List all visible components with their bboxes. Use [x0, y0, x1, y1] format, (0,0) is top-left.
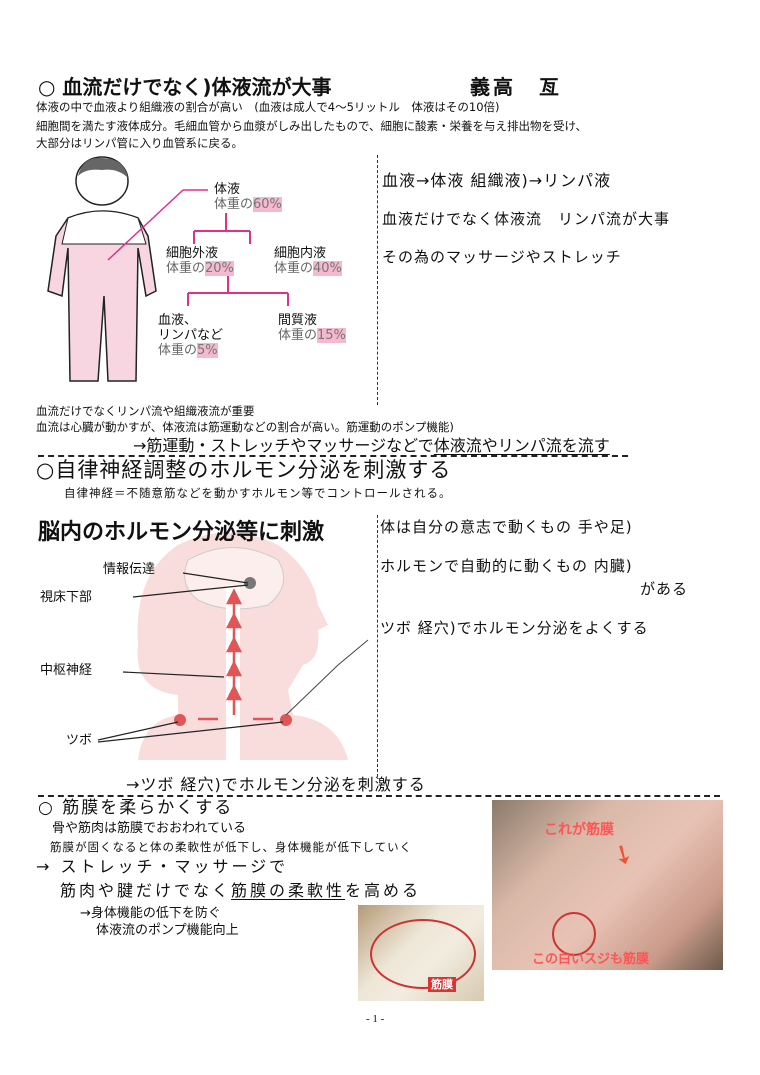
photo-label: これが筋膜	[544, 822, 614, 838]
pct-40: 40%	[313, 261, 342, 276]
label: 体重の	[274, 261, 314, 276]
label: 体重の	[166, 261, 206, 276]
right-text: 血液→体液 組織液)→リンパ液	[382, 171, 612, 190]
right-text: その為のマッサージやストレッチ	[382, 248, 622, 266]
pct-20: 20%	[205, 261, 234, 276]
text-line: 細胞間を満たす液体成分。毛細血管から血漿がしみ出したもので、細胞に酸素・栄養を与…	[36, 119, 587, 133]
text-line: 大部分はリンパ管に入り血管系に戻る。	[36, 136, 243, 150]
fascia-photo-small: 筋膜	[358, 905, 484, 1001]
pct-60: 60%	[253, 197, 282, 212]
label-lymph: リンパなど	[158, 328, 224, 343]
arrow-text: →筋運動・ストレッチやマッサージなどで	[133, 436, 434, 455]
photo-label: 筋膜	[428, 977, 456, 993]
highlight-circle	[552, 912, 596, 956]
right-text: ツボ 経穴)でホルモン分泌をよくする	[380, 619, 649, 637]
label-tsubo: ツボ	[66, 733, 93, 748]
head-illustration	[97, 532, 369, 760]
pct-15: 15%	[317, 328, 346, 343]
fascia-photo-large: ➘ これが筋膜 この白いスジも筋膜	[492, 800, 723, 970]
human-figure-illustration	[47, 156, 289, 382]
arrow-text: →ツボ 経穴)でホルモン分泌を刺激する	[126, 775, 426, 794]
divider	[377, 155, 378, 405]
text-line: →身体機能の低下を防ぐ	[80, 906, 221, 921]
text: 筋肉や腱だけでなく	[60, 881, 232, 900]
note: 血流は心臓が動かすが、体液流は筋運動などの割合が高い。筋運動のポンプ機能)	[36, 420, 454, 434]
right-text: 血液だけでなく体液流 リンパ流が大事	[382, 210, 671, 228]
label-interstitial: 間質液	[278, 313, 318, 328]
text-line: 体液の中で血液より組織液の割合が高い (血液は成人で4～5リットル 体液はその1…	[36, 100, 500, 114]
divider	[38, 455, 628, 457]
label-cns: 中枢神経	[40, 663, 93, 678]
text-emphasis: 筋膜の柔軟性	[231, 881, 346, 900]
label-info: 情報伝達	[103, 562, 156, 577]
section3-title: ○ 筋膜を柔らかくする	[38, 798, 234, 818]
text-line: 骨や筋肉は筋膜でおおわれている	[52, 821, 246, 836]
right-text: がある	[640, 580, 689, 598]
photo-label: この白いスジも筋膜	[532, 952, 650, 967]
label-intracellular: 細胞内液	[274, 246, 327, 261]
label: 体重の	[158, 343, 198, 358]
section2-title: ○自律神経調整のホルモン分泌を刺激する	[36, 458, 452, 482]
page-number: - 1 -	[366, 1013, 385, 1025]
author: 義高 亙	[470, 75, 562, 99]
image-title: 脳内のホルモン分泌等に刺激	[38, 520, 325, 545]
label: 体重の	[214, 197, 254, 212]
arrow-icon: ➘	[605, 836, 640, 874]
section2-subtitle: 自律神経＝不随意筋などを動かすホルモン等でコントロールされる。	[64, 486, 452, 500]
label-body-fluid: 体液	[214, 182, 241, 197]
note: 血流だけでなくリンパ流や組織液流が重要	[36, 404, 255, 418]
pct-5: 5%	[197, 343, 218, 358]
section1-title: ○ 血流だけでなく)体液流が大事	[38, 75, 332, 99]
highlight-circle	[370, 919, 476, 989]
divider	[38, 795, 720, 797]
text-line: 筋膜が固くなると体の柔軟性が低下し、身体機能が低下していく	[50, 840, 413, 854]
right-text: ホルモンで自動的に動くもの 内臓)	[380, 557, 633, 575]
hormone-diagram: 脳内のホルモン分泌等に刺激 情報伝達 視床下部 中枢神経 ツボ	[38, 515, 375, 760]
text-line: 体液流のポンプ機能向上	[96, 923, 239, 938]
arrow-emphasis: 体液流やリンパ流を流す	[433, 436, 610, 455]
right-text: 体は自分の意志で動くもの 手や足)	[380, 518, 633, 536]
body-fluid-diagram: 体液 体重の60% 細胞外液 体重の20% 細胞内液 体重の40% 血液、 リン…	[38, 156, 375, 386]
text: を高める	[345, 881, 422, 900]
label-blood: 血液、	[158, 313, 198, 328]
divider	[377, 515, 378, 777]
text-line: → ストレッチ・マッサージで	[36, 857, 289, 876]
label-extracellular: 細胞外液	[166, 246, 219, 261]
label: 体重の	[278, 328, 318, 343]
label-hypothalamus: 視床下部	[40, 590, 93, 605]
